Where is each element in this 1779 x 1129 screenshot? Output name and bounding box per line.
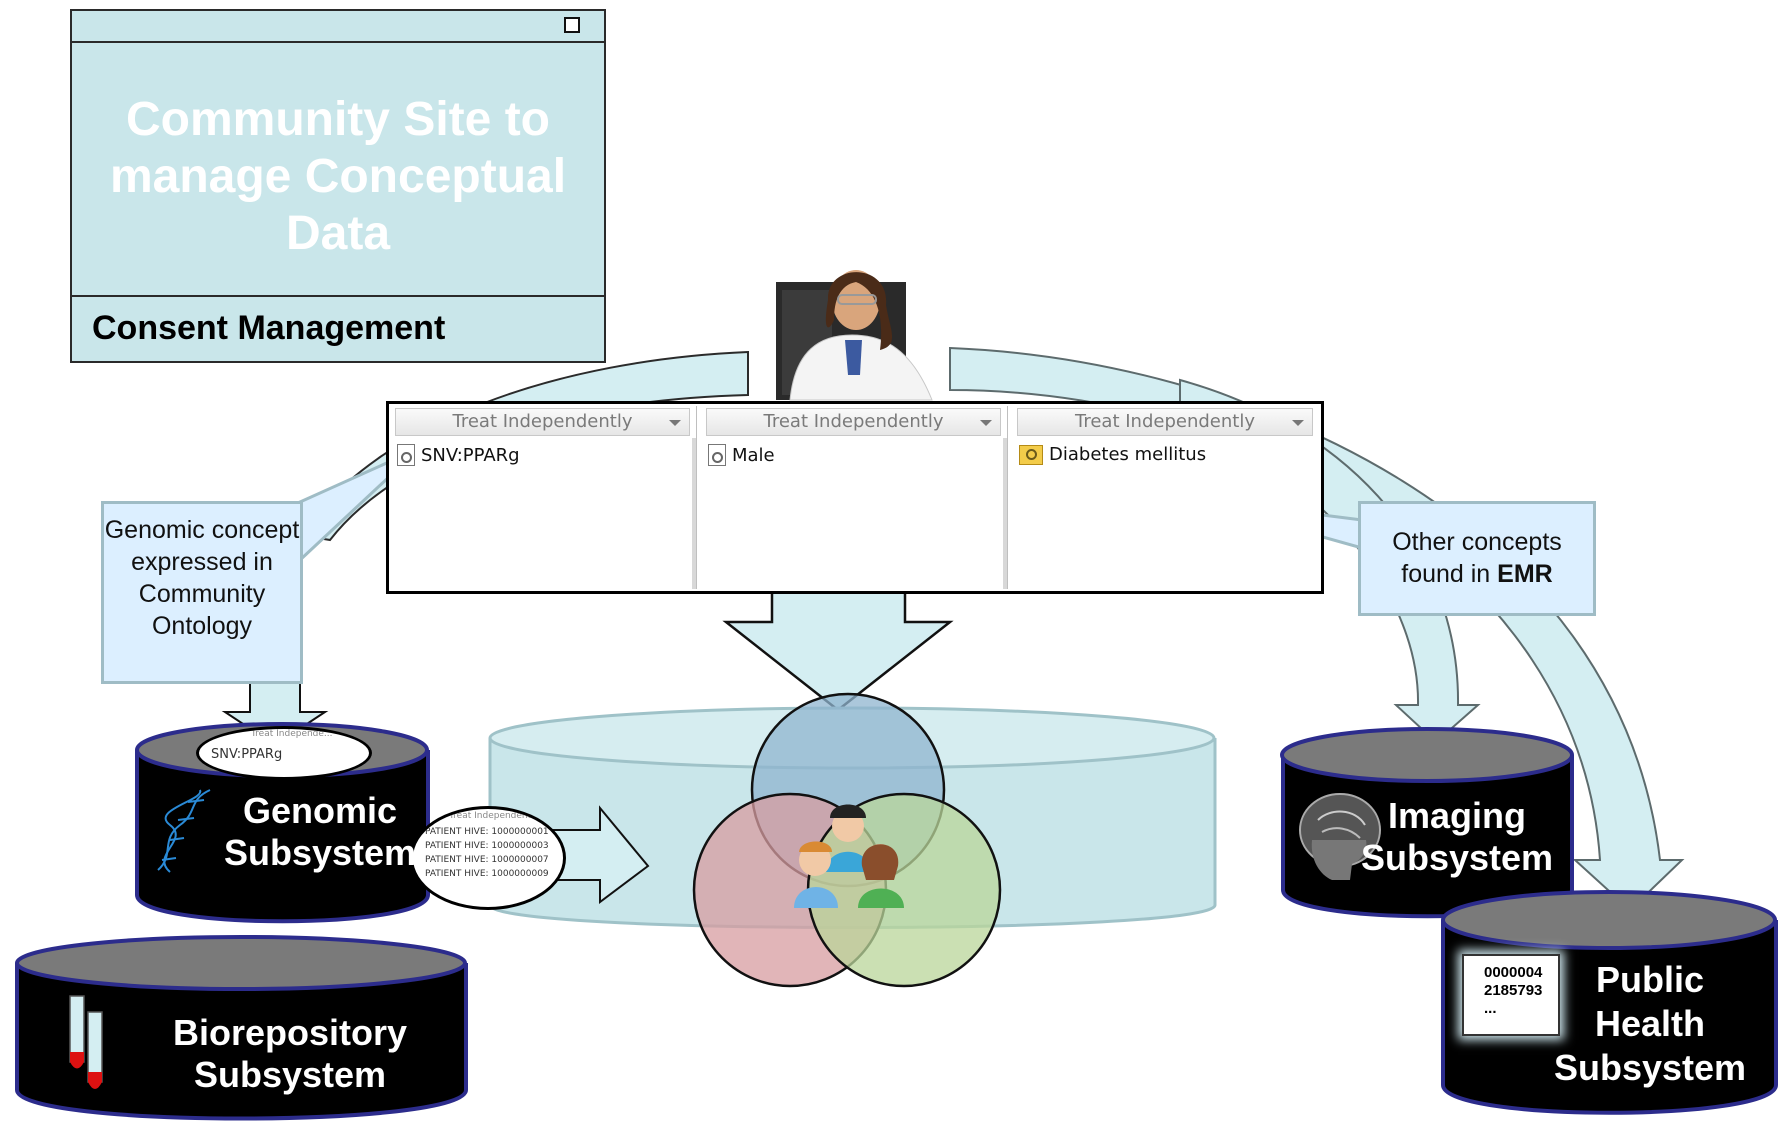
consent-management-label: Consent Management	[92, 309, 446, 347]
doc-line: 2185793	[1484, 982, 1543, 999]
concept-item-snv[interactable]: SNV:PPARg	[397, 444, 520, 466]
concept-doc-icon	[397, 444, 415, 466]
dropdown-arrow-icon[interactable]	[669, 420, 681, 426]
concept-item-diabetes[interactable]: Diabetes mellitus	[1019, 444, 1206, 465]
window-titlebar	[72, 11, 604, 43]
mri-head-icon	[1299, 793, 1381, 880]
test-tube-icon	[69, 995, 103, 1089]
label-line: Subsystem	[223, 832, 417, 873]
imaging-cylinder	[1280, 727, 1574, 919]
maximize-icon[interactable]	[564, 17, 580, 33]
concept-panel: Treat Independently SNV:PPARg Treat Inde…	[386, 401, 1324, 594]
column-scrollbar[interactable]	[1003, 438, 1007, 589]
public-health-subsystem-label: Public Health Subsystem	[1540, 958, 1760, 1090]
public-health-document-icon: 0000004 2185793 ...	[1462, 954, 1560, 1036]
concept-column-3[interactable]: Treat Independently Diabetes mellitus	[1013, 406, 1319, 589]
oval-item-label: SNV:PPARg	[211, 747, 283, 762]
label-line: Subsystem	[193, 1054, 387, 1095]
consent-management-bar[interactable]: Consent Management	[72, 295, 604, 361]
genomic-concept-callout: Genomic concept expressed in Community O…	[101, 501, 303, 684]
doc-line: ...	[1484, 1000, 1497, 1017]
label-line: Subsystem	[1360, 837, 1554, 878]
emr-concepts-callout: Other concepts found in EMR	[1358, 501, 1596, 616]
concept-item-label: Diabetes mellitus	[1049, 444, 1207, 465]
label-line: Subsystem	[1553, 1047, 1747, 1088]
label-line: Genomic	[242, 790, 398, 831]
community-site-title: Community Site to manage Conceptual Data	[109, 93, 567, 260]
concept-item-label: SNV:PPARg	[421, 444, 520, 466]
biorepository-cylinder	[15, 935, 468, 1121]
column-header-2[interactable]: Treat Independently	[706, 408, 1001, 436]
label-line: Public	[1595, 959, 1705, 1000]
oval-item: SNV:PPARg	[211, 747, 282, 762]
dna-icon	[157, 789, 211, 873]
dropdown-arrow-icon[interactable]	[980, 420, 992, 426]
concept-item-male[interactable]: Male	[708, 444, 775, 466]
patient-row: PATIENT HIVE: 1000000001	[425, 827, 549, 837]
doc-line: 0000004	[1484, 964, 1543, 981]
patient-oval-header: Treat Independent	[449, 811, 532, 821]
patient-row: PATIENT HIVE: 1000000009	[425, 869, 549, 879]
concept-item-label: Male	[732, 444, 775, 466]
column-header-label: Treat Independently	[452, 411, 633, 432]
genomic-callout-text: Genomic concept expressed in Community O…	[104, 516, 300, 640]
column-header-3[interactable]: Treat Independently	[1017, 408, 1313, 436]
down-arrow-central	[722, 590, 954, 712]
patient-list-oval: Treat Independent PATIENT HIVE: 10000000…	[410, 806, 566, 910]
oval-header: Treat Independe...	[251, 729, 333, 739]
genomic-concept-oval: Treat Independe... SNV:PPARg	[196, 726, 372, 780]
concept-doc-icon	[708, 444, 726, 466]
column-scrollbar[interactable]	[692, 438, 696, 589]
imaging-subsystem-label: Imaging Subsystem	[1352, 795, 1562, 879]
doctor-figure	[776, 270, 933, 401]
community-site-window: Community Site to manage Conceptual Data…	[70, 9, 606, 363]
label-line: Imaging	[1387, 795, 1526, 836]
label-line: Biorepository	[172, 1012, 408, 1053]
folder-icon	[1019, 444, 1043, 465]
patient-row: PATIENT HIVE: 1000000007	[425, 855, 549, 865]
column-header-label: Treat Independently	[763, 411, 944, 432]
concept-column-2[interactable]: Treat Independently Male	[702, 406, 1008, 589]
biorepository-subsystem-label: Biorepository Subsystem	[150, 1012, 430, 1096]
column-header-1[interactable]: Treat Independently	[395, 408, 690, 436]
dropdown-arrow-icon[interactable]	[1292, 420, 1304, 426]
concept-column-1[interactable]: Treat Independently SNV:PPARg	[391, 406, 697, 589]
venn-diagram	[692, 692, 1002, 988]
patient-row: PATIENT HIVE: 1000000003	[425, 841, 549, 851]
emr-callout-emphasis: EMR	[1497, 560, 1553, 588]
genomic-subsystem-label: Genomic Subsystem	[210, 790, 430, 874]
emr-callout-text: Other concepts found in	[1392, 528, 1562, 588]
column-header-label: Treat Independently	[1075, 411, 1255, 432]
people-icon	[794, 804, 904, 908]
label-line: Health	[1594, 1003, 1706, 1044]
